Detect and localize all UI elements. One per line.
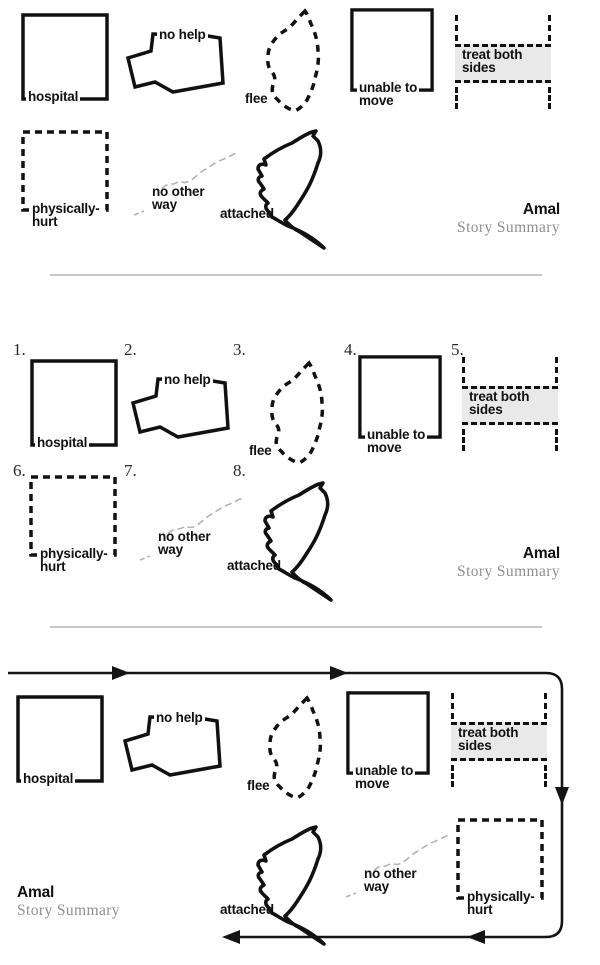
step-number-4: 4. <box>344 340 357 359</box>
treat-band <box>455 44 551 83</box>
arrowhead-left-1 <box>467 930 485 944</box>
step-number-6: 6. <box>13 461 26 480</box>
hospital-outline <box>21 13 109 101</box>
step-number-8: 8. <box>233 461 246 480</box>
dashed-edge <box>548 87 551 109</box>
byline-panel2: Amal Story Summary <box>400 545 560 581</box>
byline-panel3: Amal Story Summary <box>17 884 120 920</box>
step-number-3: 3. <box>233 340 246 359</box>
story-subtitle: Story Summary <box>457 219 560 236</box>
arrowhead-left-2 <box>222 930 240 944</box>
story-title: Amal <box>522 545 560 562</box>
no-help-label: no help <box>162 372 213 387</box>
story-subtitle: Story Summary <box>457 563 560 580</box>
byline-panel1: Amal Story Summary <box>400 201 560 237</box>
hospital-label: hospital <box>35 435 90 450</box>
physically-hurt-outline <box>456 818 544 900</box>
story-subtitle: Story Summary <box>17 902 120 919</box>
arrowhead-down <box>555 787 569 805</box>
dashed-edge <box>544 693 547 719</box>
no-help-label: no help <box>157 27 208 42</box>
step-number-2: 2. <box>124 340 137 359</box>
dashed-edge <box>451 693 454 719</box>
story-title: Amal <box>522 201 560 218</box>
arrowhead-right-1 <box>112 666 130 680</box>
physically-hurt-outline <box>21 130 109 212</box>
flee-label: flee <box>249 443 272 458</box>
attached-label: attached <box>220 206 274 221</box>
story-title: Amal <box>17 884 55 901</box>
hospital-label: hospital <box>26 89 81 104</box>
step-number-5: 5. <box>451 340 464 359</box>
dashed-edge <box>455 15 458 41</box>
flow-arrow-path <box>8 666 569 944</box>
attached-outline <box>216 121 350 251</box>
dashed-edge <box>548 15 551 41</box>
hospital-label: hospital <box>21 771 76 786</box>
section-divider <box>50 274 542 276</box>
hospital-outline <box>30 359 118 447</box>
section-divider <box>50 626 542 628</box>
step-number-7: 7. <box>124 461 137 480</box>
treat-band <box>451 722 547 761</box>
treat-band <box>462 386 558 425</box>
dashed-edge <box>462 357 465 383</box>
dashed-edge <box>544 765 547 787</box>
arrowhead-right-2 <box>330 666 348 680</box>
hospital-outline <box>16 695 104 783</box>
attached-outline <box>223 473 357 603</box>
physically-hurt-label: physically-hurt <box>465 889 537 917</box>
step-number-1: 1. <box>13 340 26 359</box>
no-help-label: no help <box>154 710 205 725</box>
physically-hurt-label: physically-hurt <box>38 546 110 574</box>
flee-label: flee <box>247 778 270 793</box>
physically-hurt-label: physically-hurt <box>30 201 102 229</box>
physically-hurt-outline <box>29 475 117 557</box>
attached-outline <box>216 817 350 947</box>
dashed-edge <box>451 765 454 787</box>
attached-label: attached <box>220 902 274 917</box>
dashed-edge <box>555 357 558 383</box>
attached-label: attached <box>227 558 281 573</box>
dashed-edge <box>555 429 558 451</box>
dashed-edge <box>455 87 458 109</box>
dashed-edge <box>462 429 465 451</box>
flee-label: flee <box>245 91 268 106</box>
